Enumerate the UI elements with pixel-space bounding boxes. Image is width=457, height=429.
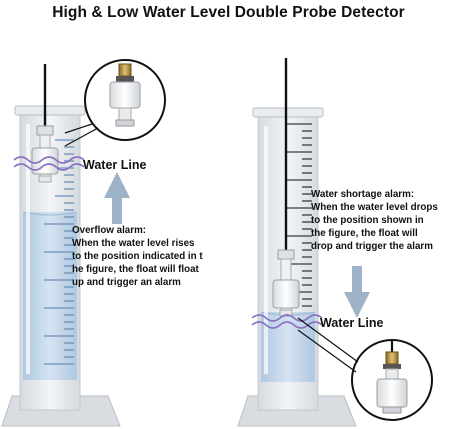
right-alarm-line: the figure, the float will <box>311 228 418 239</box>
float-switch-sensor-icon <box>84 59 166 141</box>
left-scale <box>44 139 74 365</box>
right-alarm-line: When the water level drops <box>311 202 438 213</box>
page-title: High & Low Water Level Double Probe Dete… <box>52 4 405 21</box>
left-alarm-line: he figure, the float will float <box>72 264 200 275</box>
right-alarm-line: drop and trigger the alarm <box>311 241 433 252</box>
wave-line-icon <box>13 156 85 171</box>
right-alarm-line: to the position shown in <box>311 215 424 226</box>
left-probe <box>31 64 59 183</box>
right-alarm-line: Water shortage alarm: <box>311 189 414 200</box>
left-alarm-line: to the position indicated in t <box>72 251 203 262</box>
wave-line-icon <box>251 314 323 329</box>
right-probe <box>272 58 300 317</box>
left-water <box>23 212 77 380</box>
right-water-line-label: Water Line <box>320 316 383 330</box>
left-alarm-text: Overflow alarm: When the water level ris… <box>72 225 203 288</box>
left-water-line-label: Water Line <box>83 158 146 172</box>
arrow-up-icon <box>104 172 130 224</box>
right-float <box>272 279 300 309</box>
left-alarm-line: When the water level rises <box>72 238 195 249</box>
left-alarm-line: Overflow alarm: <box>72 225 146 236</box>
left-alarm-line: up and trigger an alarm <box>72 277 181 288</box>
float-switch-sensor-icon <box>351 339 433 421</box>
right-scale <box>285 123 312 307</box>
right-cylinder <box>237 107 357 427</box>
right-alarm-text: Water shortage alarm: When the water lev… <box>311 189 438 252</box>
arrow-down-icon <box>344 266 370 318</box>
